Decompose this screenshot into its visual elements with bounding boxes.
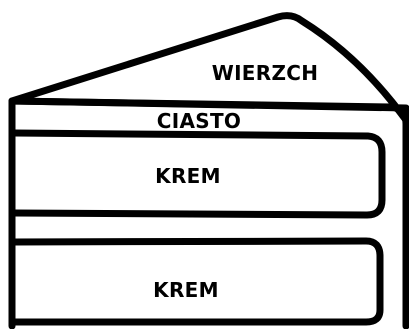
cream-layer-upper: [10, 129, 386, 219]
label-cream-upper: KREM: [155, 164, 221, 188]
label-top: WIERZCH: [212, 61, 319, 85]
label-sponge: CIASTO: [157, 109, 241, 133]
label-cream-lower: KREM: [153, 278, 219, 302]
cream-layer-lower: [10, 237, 384, 326]
